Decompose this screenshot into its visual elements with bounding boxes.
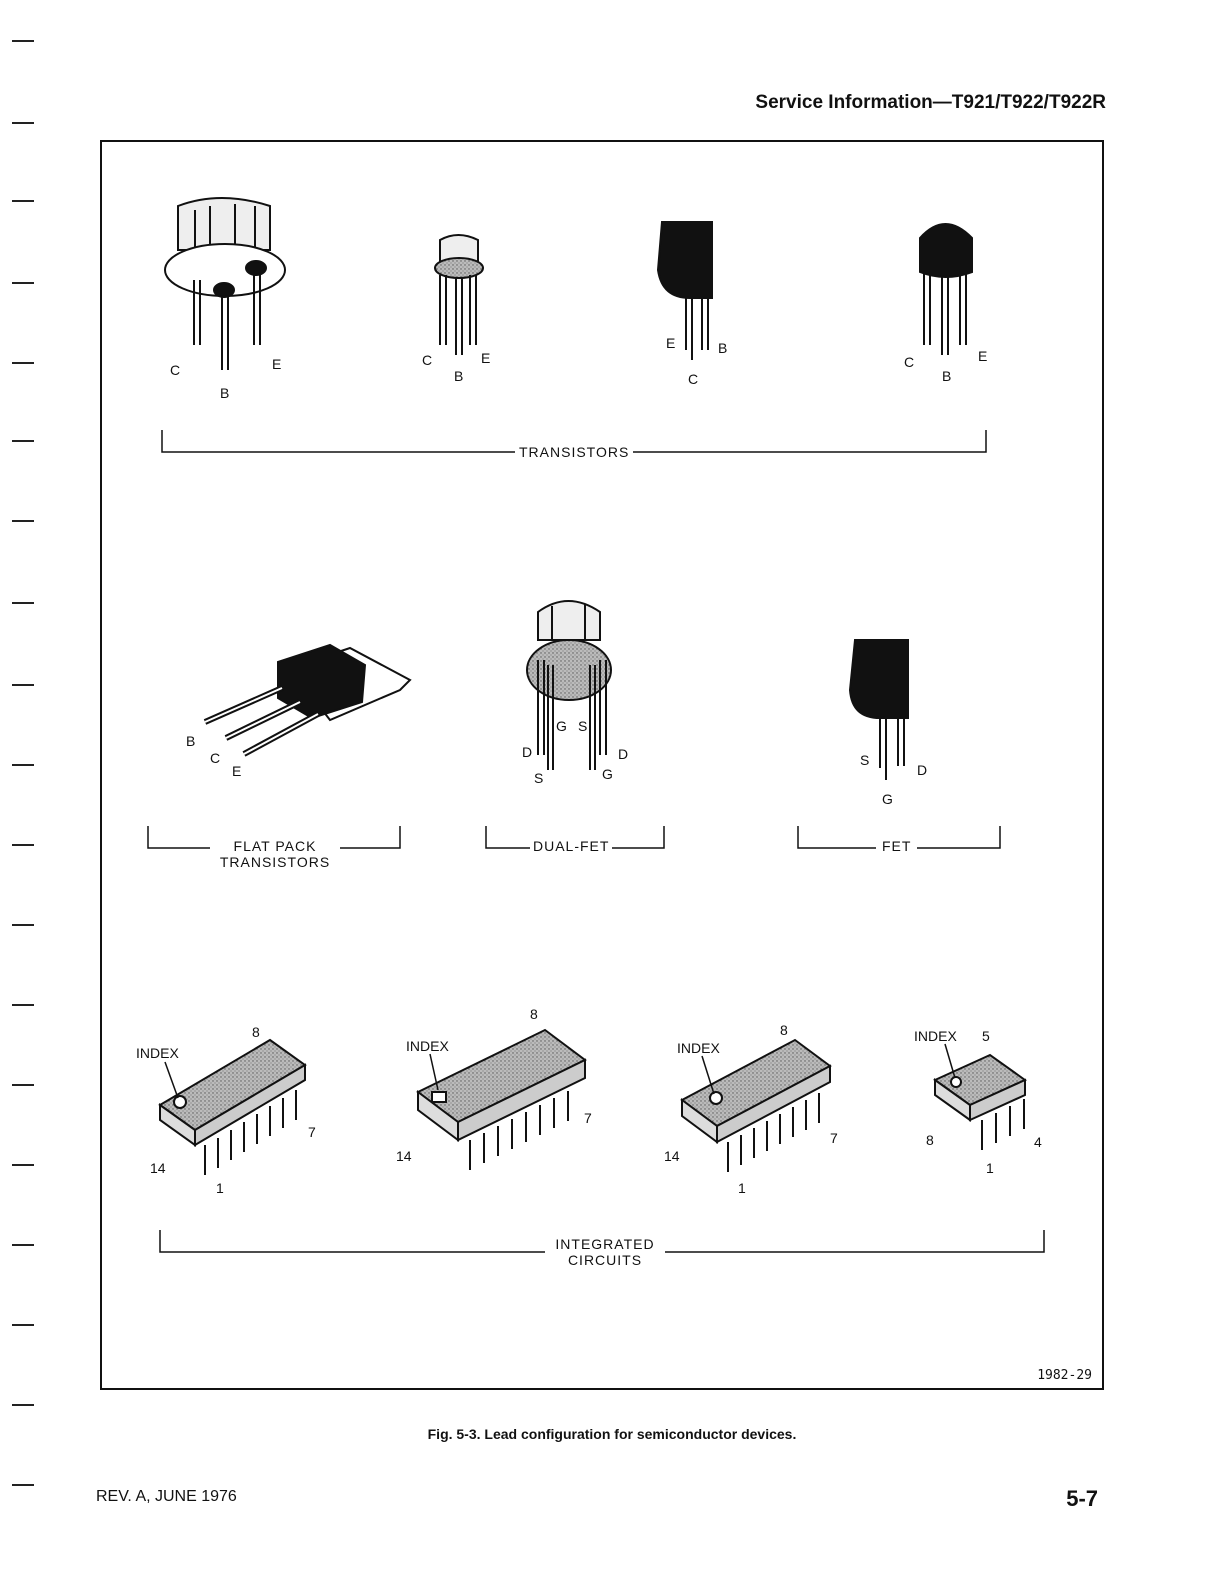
- lead-label-d: D: [522, 744, 532, 760]
- lead-label-d: D: [618, 746, 628, 762]
- dual-fet-can: [527, 601, 611, 770]
- ic-index-label: INDEX: [677, 1040, 720, 1056]
- ic-dip-8: [935, 1055, 1025, 1150]
- lead-label-s: S: [578, 718, 587, 734]
- lead-label-b: B: [718, 340, 727, 356]
- lead-label-b: B: [186, 733, 195, 749]
- flat-pack-transistor: [205, 645, 410, 754]
- page-number: 5-7: [1066, 1486, 1098, 1512]
- lead-label-b: B: [454, 368, 463, 384]
- ic-dip-14-a: [160, 1040, 305, 1175]
- ic-pin-label: 7: [830, 1130, 838, 1146]
- figure-number: 1982-29: [1037, 1368, 1092, 1383]
- lead-label-e: E: [232, 763, 241, 779]
- ic-pin-label: 14: [664, 1148, 680, 1164]
- ic-label-line1: INTEGRATED: [545, 1236, 665, 1252]
- flat-pack-label-line1: FLAT PACK: [210, 838, 340, 854]
- fet-label: FET: [876, 838, 917, 854]
- ic-pin-label: 4: [1034, 1134, 1042, 1150]
- lead-label-g: G: [556, 718, 567, 734]
- lead-label-b: B: [220, 385, 229, 401]
- ic-label-line2: CIRCUITS: [545, 1252, 665, 1268]
- fet-to92: [850, 640, 908, 780]
- transistor-plastic-round: [920, 224, 972, 355]
- ic-dip-14-c: [682, 1040, 830, 1172]
- ic-pin-label: 8: [926, 1132, 934, 1148]
- ic-pin-label: 8: [530, 1006, 538, 1022]
- ic-pin-label: 14: [150, 1160, 166, 1176]
- ic-pin-label: 1: [738, 1180, 746, 1196]
- lead-label-e: E: [481, 350, 490, 366]
- lead-label-s: S: [534, 770, 543, 786]
- lead-label-c: C: [422, 352, 432, 368]
- ic-index-label: INDEX: [406, 1038, 449, 1054]
- transistor-to-can-large: [165, 198, 285, 370]
- ic-index-label: INDEX: [136, 1045, 179, 1061]
- lead-label-c: C: [904, 354, 914, 370]
- ic-pin-label: 7: [584, 1110, 592, 1126]
- dual-fet-label: DUAL-FET: [530, 838, 612, 854]
- ic-pin-label: 5: [982, 1028, 990, 1044]
- lead-label-e: E: [978, 348, 987, 364]
- lead-label-s: S: [860, 752, 869, 768]
- lead-label-e: E: [666, 335, 675, 351]
- ic-index-label: INDEX: [914, 1028, 957, 1044]
- figure-caption: Fig. 5-3. Lead configuration for semicon…: [0, 1426, 1224, 1442]
- flat-pack-label-line2: TRANSISTORS: [210, 854, 340, 870]
- transistors-label: TRANSISTORS: [515, 444, 633, 460]
- ic-pin-label: 1: [986, 1160, 994, 1176]
- ic-pin-label: 8: [252, 1024, 260, 1040]
- lead-label-c: C: [170, 362, 180, 378]
- lead-label-g: G: [882, 791, 893, 807]
- lead-label-g: G: [602, 766, 613, 782]
- transistor-to-can-small: [435, 235, 483, 355]
- ic-pin-label: 7: [308, 1124, 316, 1140]
- ic-pin-label: 14: [396, 1148, 412, 1164]
- ic-pin-label: 1: [216, 1180, 224, 1196]
- ic-pin-label: 8: [780, 1022, 788, 1038]
- revision-footer: REV. A, JUNE 1976: [96, 1488, 237, 1506]
- lead-label-c: C: [688, 371, 698, 387]
- integrated-circuits-label: INTEGRATED CIRCUITS: [545, 1236, 665, 1268]
- lead-label-e: E: [272, 356, 281, 372]
- lead-label-c: C: [210, 750, 220, 766]
- flat-pack-label: FLAT PACK TRANSISTORS: [210, 838, 340, 870]
- lead-label-b: B: [942, 368, 951, 384]
- lead-label-d: D: [917, 762, 927, 778]
